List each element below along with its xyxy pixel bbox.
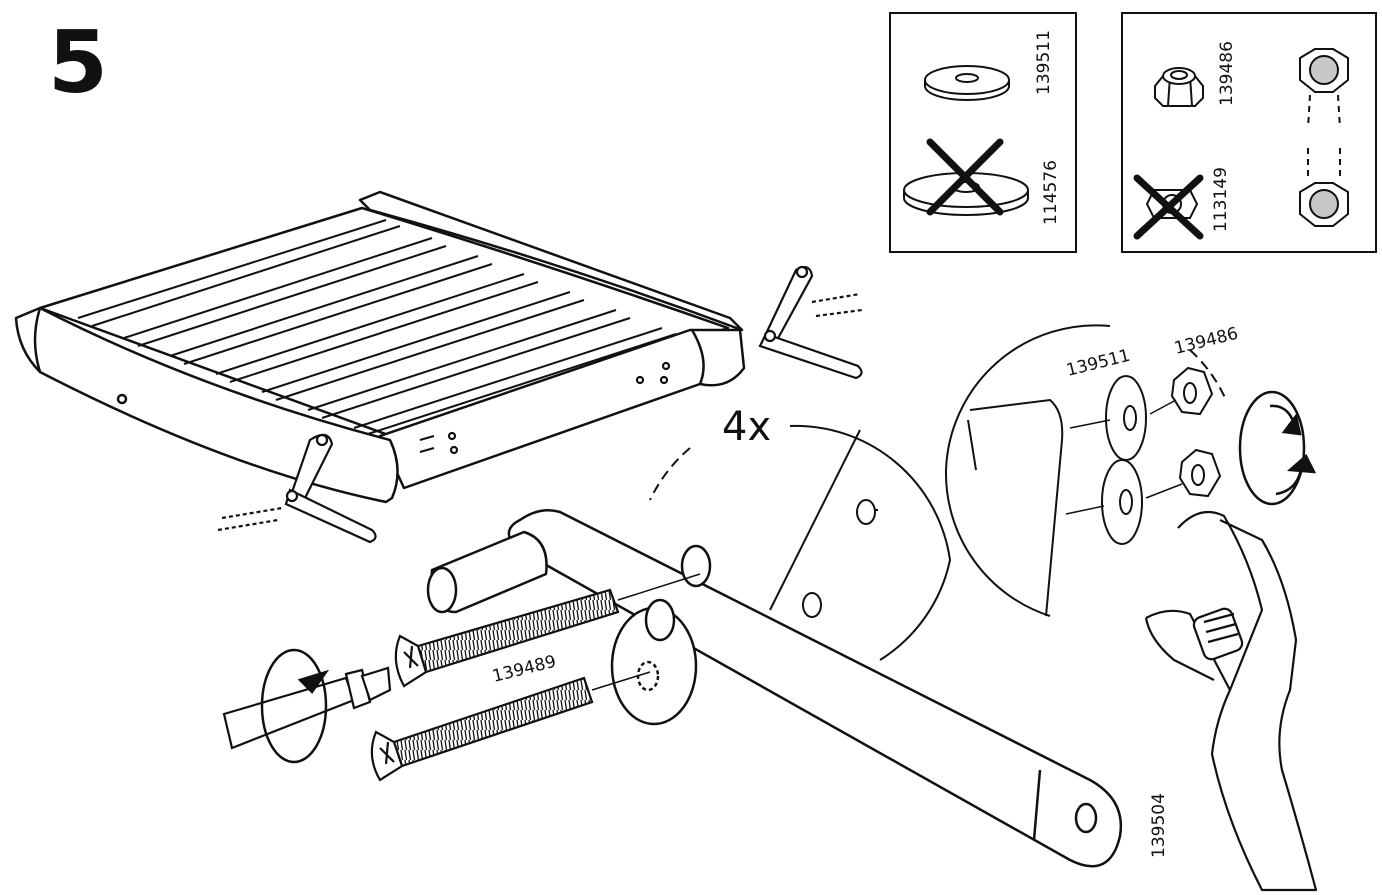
nut-callout-label: 139486 <box>1172 324 1240 359</box>
washer-correct-label: 139511 <box>1034 30 1054 95</box>
arm-label: 139504 <box>1149 793 1169 858</box>
nut-correct-label: 139486 <box>1217 41 1237 106</box>
washer-correct-icon <box>924 65 1010 101</box>
step-number: 5 <box>48 13 108 113</box>
rotate-arrow-icon <box>1238 390 1317 506</box>
washer-panel: 139511 114576 <box>889 12 1077 253</box>
zoom-callout-main <box>649 424 952 661</box>
washer-wrong-icon <box>903 172 1029 216</box>
rear-bracket <box>635 265 863 385</box>
footrest-frame <box>14 190 746 504</box>
washer-callout-label: 139511 <box>1064 346 1132 381</box>
rotate-arrow-icon <box>260 648 330 764</box>
quantity-label: 4x <box>722 404 771 450</box>
front-bracket <box>217 431 459 544</box>
wrong-cross-icon <box>926 138 1004 216</box>
screwdriver-icon <box>222 666 392 750</box>
zoom-callout-nut <box>944 324 1227 617</box>
screw-part <box>370 573 701 782</box>
screw-label: 139489 <box>490 652 558 687</box>
wrench-icon <box>1144 510 1318 892</box>
nut-panel: 139486 113149 <box>1121 12 1377 253</box>
arm-part <box>426 509 1123 868</box>
nut-wrong-label: 113149 <box>1211 167 1231 232</box>
bolt-end-view <box>1299 48 1349 227</box>
wrong-cross-icon <box>1133 174 1204 240</box>
washer-wrong-label: 114576 <box>1041 160 1061 225</box>
nut-correct-icon <box>1154 67 1204 107</box>
